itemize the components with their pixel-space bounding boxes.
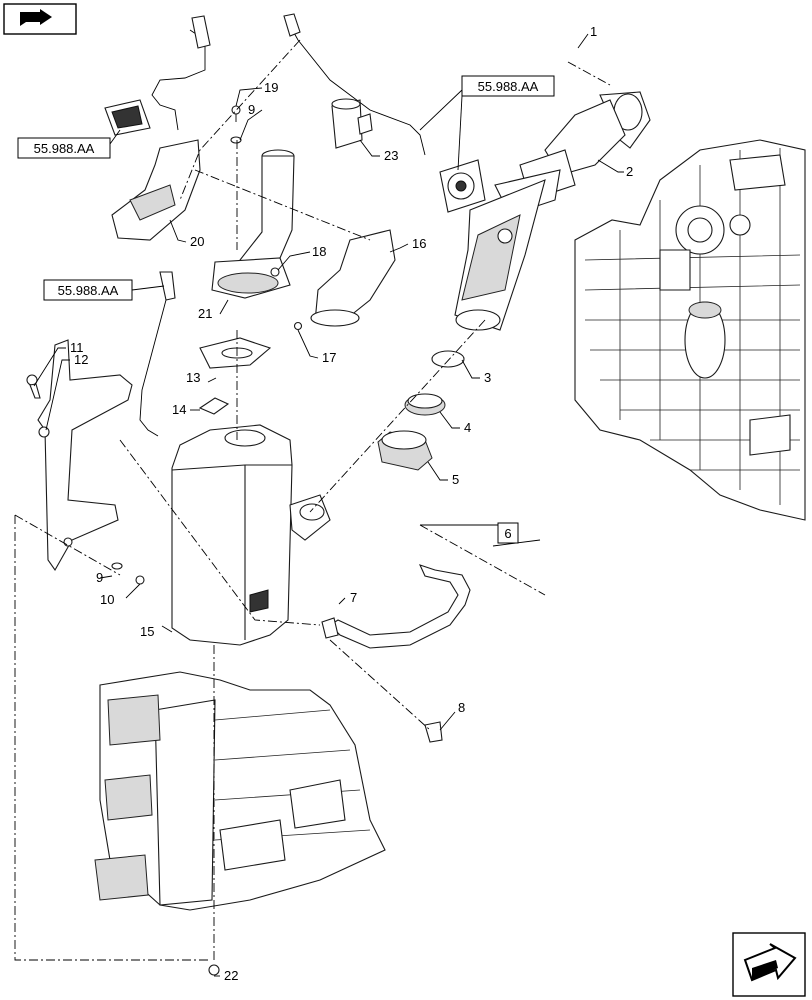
heat-shield-20 [111, 139, 201, 241]
harness-connector-top [283, 13, 301, 37]
callout-3[interactable]: 3 [484, 370, 491, 385]
wiring-harness-top [287, 21, 426, 156]
next-page-arrow-icon[interactable] [732, 932, 806, 997]
bolt-10 [135, 575, 145, 585]
clamp-4 [404, 393, 446, 416]
callout-9-top[interactable]: 9 [248, 102, 255, 117]
bolt-7 [321, 617, 339, 639]
muffler-bracket-12 [37, 339, 133, 572]
gasket-3 [431, 350, 465, 368]
tailpipe-elbow-21 [211, 149, 295, 299]
callout-22[interactable]: 22 [224, 968, 238, 983]
heat-shield-16 [310, 229, 396, 327]
bolt-19 [231, 105, 241, 122]
callout-21[interactable]: 21 [198, 306, 212, 321]
callout-16[interactable]: 16 [412, 236, 426, 251]
back-arrow-icon[interactable] [3, 3, 77, 35]
callout-7[interactable]: 7 [350, 590, 357, 605]
callout-5[interactable]: 5 [452, 472, 459, 487]
callout-13[interactable]: 13 [186, 370, 200, 385]
ref-label-middle: 55.988.AA [58, 283, 119, 298]
wiring-harness-lower [139, 271, 176, 437]
callout-box-6[interactable]: 6 [497, 522, 519, 544]
callout-19[interactable]: 19 [264, 80, 278, 95]
muffler-15 [171, 424, 331, 646]
ref-box-right[interactable]: 55.988.AA [461, 75, 555, 97]
bolt-17 [293, 321, 303, 331]
callout-11[interactable]: 11 [70, 340, 84, 355]
ref-box-middle[interactable]: 55.988.AA [43, 279, 133, 301]
ref-label-right: 55.988.AA [478, 79, 539, 94]
callout-12[interactable]: 12 [74, 352, 88, 367]
ref-label-left: 55.988.AA [34, 141, 95, 156]
callout-10[interactable]: 10 [100, 592, 114, 607]
callout-8[interactable]: 8 [458, 700, 465, 715]
ref-box-left[interactable]: 55.988.AA [17, 137, 111, 159]
bolt-11 [26, 374, 41, 399]
callout-23[interactable]: 23 [384, 148, 398, 163]
rain-cap-23 [331, 98, 373, 149]
bolt-8 [424, 721, 443, 743]
washer-9-top [230, 136, 242, 144]
muffler-strap-6 [329, 564, 471, 649]
callout-17[interactable]: 17 [322, 350, 336, 365]
callout-4[interactable]: 4 [464, 420, 471, 435]
clip-14 [198, 397, 230, 415]
flange-gasket-13 [199, 337, 272, 369]
callout-9-bottom[interactable]: 9 [96, 570, 103, 585]
callout-2[interactable]: 2 [626, 164, 633, 179]
engine-block [574, 139, 806, 521]
callout-1[interactable]: 1 [590, 24, 597, 39]
nut-22 [208, 964, 220, 976]
sensor-module [439, 159, 486, 213]
callout-14[interactable]: 14 [172, 402, 186, 417]
callout-15[interactable]: 15 [140, 624, 154, 639]
nox-sensor [104, 15, 211, 136]
callout-leaders [33, 33, 624, 977]
callout-20[interactable]: 20 [190, 234, 204, 249]
callout-6: 6 [504, 526, 511, 541]
step-platform [94, 671, 386, 911]
washer-9-bottom [111, 562, 123, 570]
clamp-5 [377, 430, 433, 471]
reference-leaders [109, 89, 463, 291]
exhaust-pipe [454, 91, 651, 331]
bolt-18 [270, 267, 280, 277]
assembly-lines [14, 39, 611, 961]
callout-18[interactable]: 18 [312, 244, 326, 259]
